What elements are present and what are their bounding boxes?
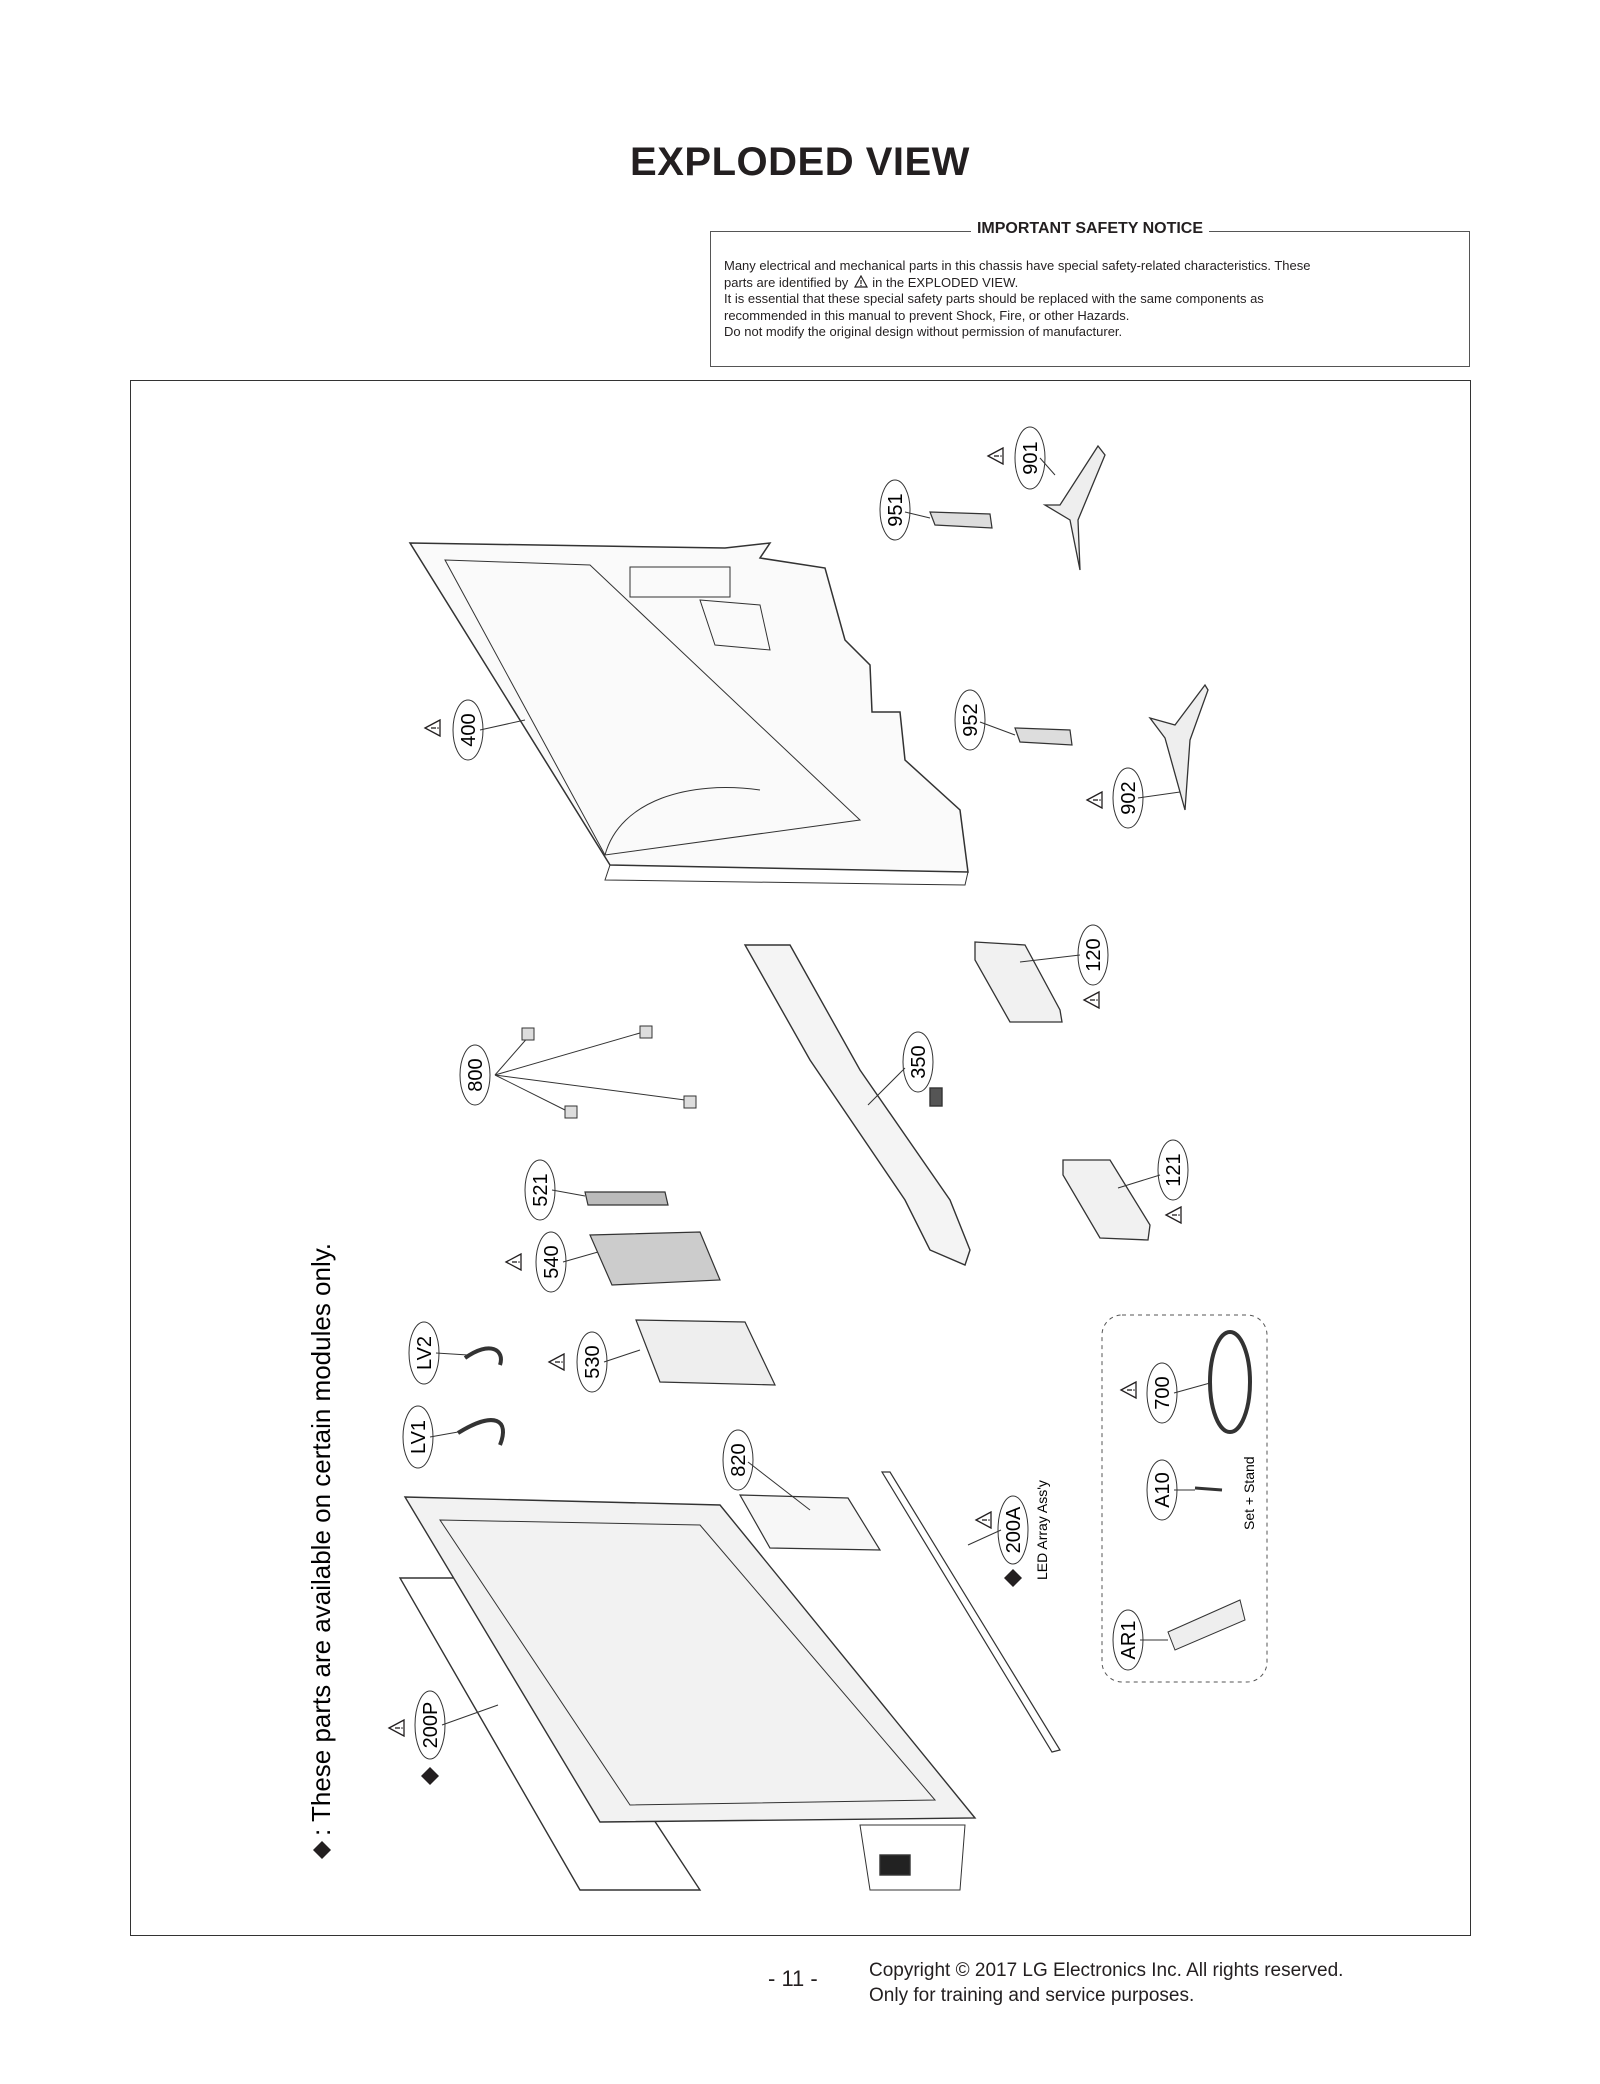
- part-label-ar1: AR1: [1112, 1609, 1144, 1671]
- svg-text:200A: 200A: [1003, 1506, 1025, 1553]
- part-label-521: 521: [524, 1159, 556, 1221]
- svg-text:521: 521: [530, 1173, 552, 1206]
- clip-drawing: [494, 1025, 697, 1119]
- part-label-800: 800: [459, 1044, 491, 1106]
- screw-drawing: [1194, 1486, 1223, 1492]
- svg-text:530: 530: [582, 1345, 604, 1378]
- svg-text:LV1: LV1: [408, 1420, 430, 1454]
- warning-triangle-icon: [975, 1511, 992, 1529]
- safety-notice-text: Many electrical and mechanical parts in …: [724, 258, 1455, 341]
- warning-triangle-icon: [854, 274, 869, 288]
- accessory-group: Set + Stand: [1101, 1314, 1268, 1683]
- part-label-700: 700: [1146, 1362, 1178, 1424]
- stand-leg-drawing: [1042, 444, 1209, 811]
- svg-text:121: 121: [1163, 1153, 1185, 1186]
- led-bar-drawing: [880, 1471, 1061, 1753]
- svg-text:200P: 200P: [420, 1702, 442, 1749]
- svg-text:901: 901: [1020, 441, 1042, 474]
- side-note: : These parts are available on certain m…: [306, 1243, 336, 1859]
- diamond-marker-icon: [421, 1767, 439, 1785]
- warning-triangle-icon: [1083, 991, 1100, 1009]
- part-label-120: 120: [1077, 924, 1109, 986]
- svg-text:800: 800: [465, 1058, 487, 1091]
- frame-drawing: [743, 944, 971, 1266]
- part-label-350: 350: [902, 1031, 934, 1093]
- svg-text:120: 120: [1083, 938, 1105, 971]
- warning-triangle-icon: [505, 1253, 522, 1271]
- svg-text:400: 400: [458, 713, 480, 746]
- part-label-951: 951: [879, 479, 911, 541]
- board-drawing: [584, 1191, 776, 1386]
- warning-triangle-icon: [548, 1353, 565, 1371]
- remote-cable-drawing: [1208, 1330, 1252, 1434]
- svg-text:350: 350: [908, 1045, 930, 1078]
- part-label-901: 901: [1014, 426, 1046, 490]
- svg-text:LV2: LV2: [414, 1336, 436, 1370]
- svg-text:952: 952: [960, 703, 982, 736]
- warning-triangle-icon: [1165, 1206, 1182, 1224]
- notice-line: It is essential that these special safet…: [724, 291, 1264, 306]
- part-label-902: 902: [1112, 767, 1144, 829]
- remote-drawing: [1167, 1599, 1246, 1651]
- svg-text:820: 820: [728, 1443, 750, 1476]
- page-number: - 11 -: [768, 1966, 818, 1991]
- safety-notice-heading: IMPORTANT SAFETY NOTICE: [970, 220, 1210, 237]
- svg-text:: These parts are available on: : These parts are available on certain m…: [306, 1243, 336, 1836]
- svg-text:700: 700: [1152, 1376, 1174, 1409]
- shield-drawing: [738, 1494, 882, 1551]
- speaker-drawing: [974, 941, 1151, 1241]
- warning-triangle-icon: [424, 719, 441, 737]
- warning-triangle-icon: [987, 447, 1004, 465]
- part-label-lv1: LV1: [402, 1405, 434, 1469]
- safety-notice-box: IMPORTANT SAFETY NOTICE Many electrical …: [710, 220, 1470, 367]
- stand-bracket-drawing: [929, 511, 1073, 746]
- svg-text:902: 902: [1118, 781, 1140, 814]
- cable-drawing: [456, 1346, 506, 1446]
- part-label-a10: A10: [1146, 1459, 1178, 1521]
- part-label-200p: 200P: [414, 1690, 446, 1760]
- part-label-952: 952: [954, 689, 986, 751]
- warning-triangle-icon: [388, 1719, 405, 1737]
- led-note: LED Array Ass'y: [1034, 1480, 1050, 1580]
- svg-text:951: 951: [885, 493, 907, 526]
- notice-line: Do not modify the original design withou…: [724, 324, 1123, 339]
- part-label-121: 121: [1157, 1139, 1189, 1201]
- warning-triangle-icon: [1120, 1381, 1137, 1399]
- accessory-note: Set + Stand: [1241, 1456, 1257, 1530]
- back-cover-drawing: [408, 542, 969, 886]
- panel-drawing: [398, 1496, 977, 1891]
- footer-copyright: Copyright © 2017 LG Electronics Inc. All…: [869, 1960, 1344, 2006]
- part-label-200a: 200A: [997, 1495, 1029, 1565]
- part-label-530: 530: [576, 1331, 608, 1393]
- notice-line: recommended in this manual to prevent Sh…: [724, 307, 1130, 323]
- part-label-540: 540: [535, 1231, 567, 1293]
- warning-triangle-icon: [1086, 791, 1103, 809]
- svg-text:A10: A10: [1152, 1472, 1174, 1508]
- svg-text:540: 540: [541, 1245, 563, 1278]
- part-label-400: 400: [452, 699, 484, 761]
- diamond-marker-icon: [1004, 1569, 1022, 1587]
- part-label-820: 820: [722, 1429, 754, 1491]
- part-label-lv2: LV2: [408, 1321, 440, 1385]
- notice-line: Many electrical and mechanical parts in …: [724, 258, 1311, 273]
- page-title: EXPLODED VIEW: [630, 140, 970, 184]
- diagram-frame: [130, 380, 1471, 1936]
- svg-text:AR1: AR1: [1118, 1621, 1140, 1660]
